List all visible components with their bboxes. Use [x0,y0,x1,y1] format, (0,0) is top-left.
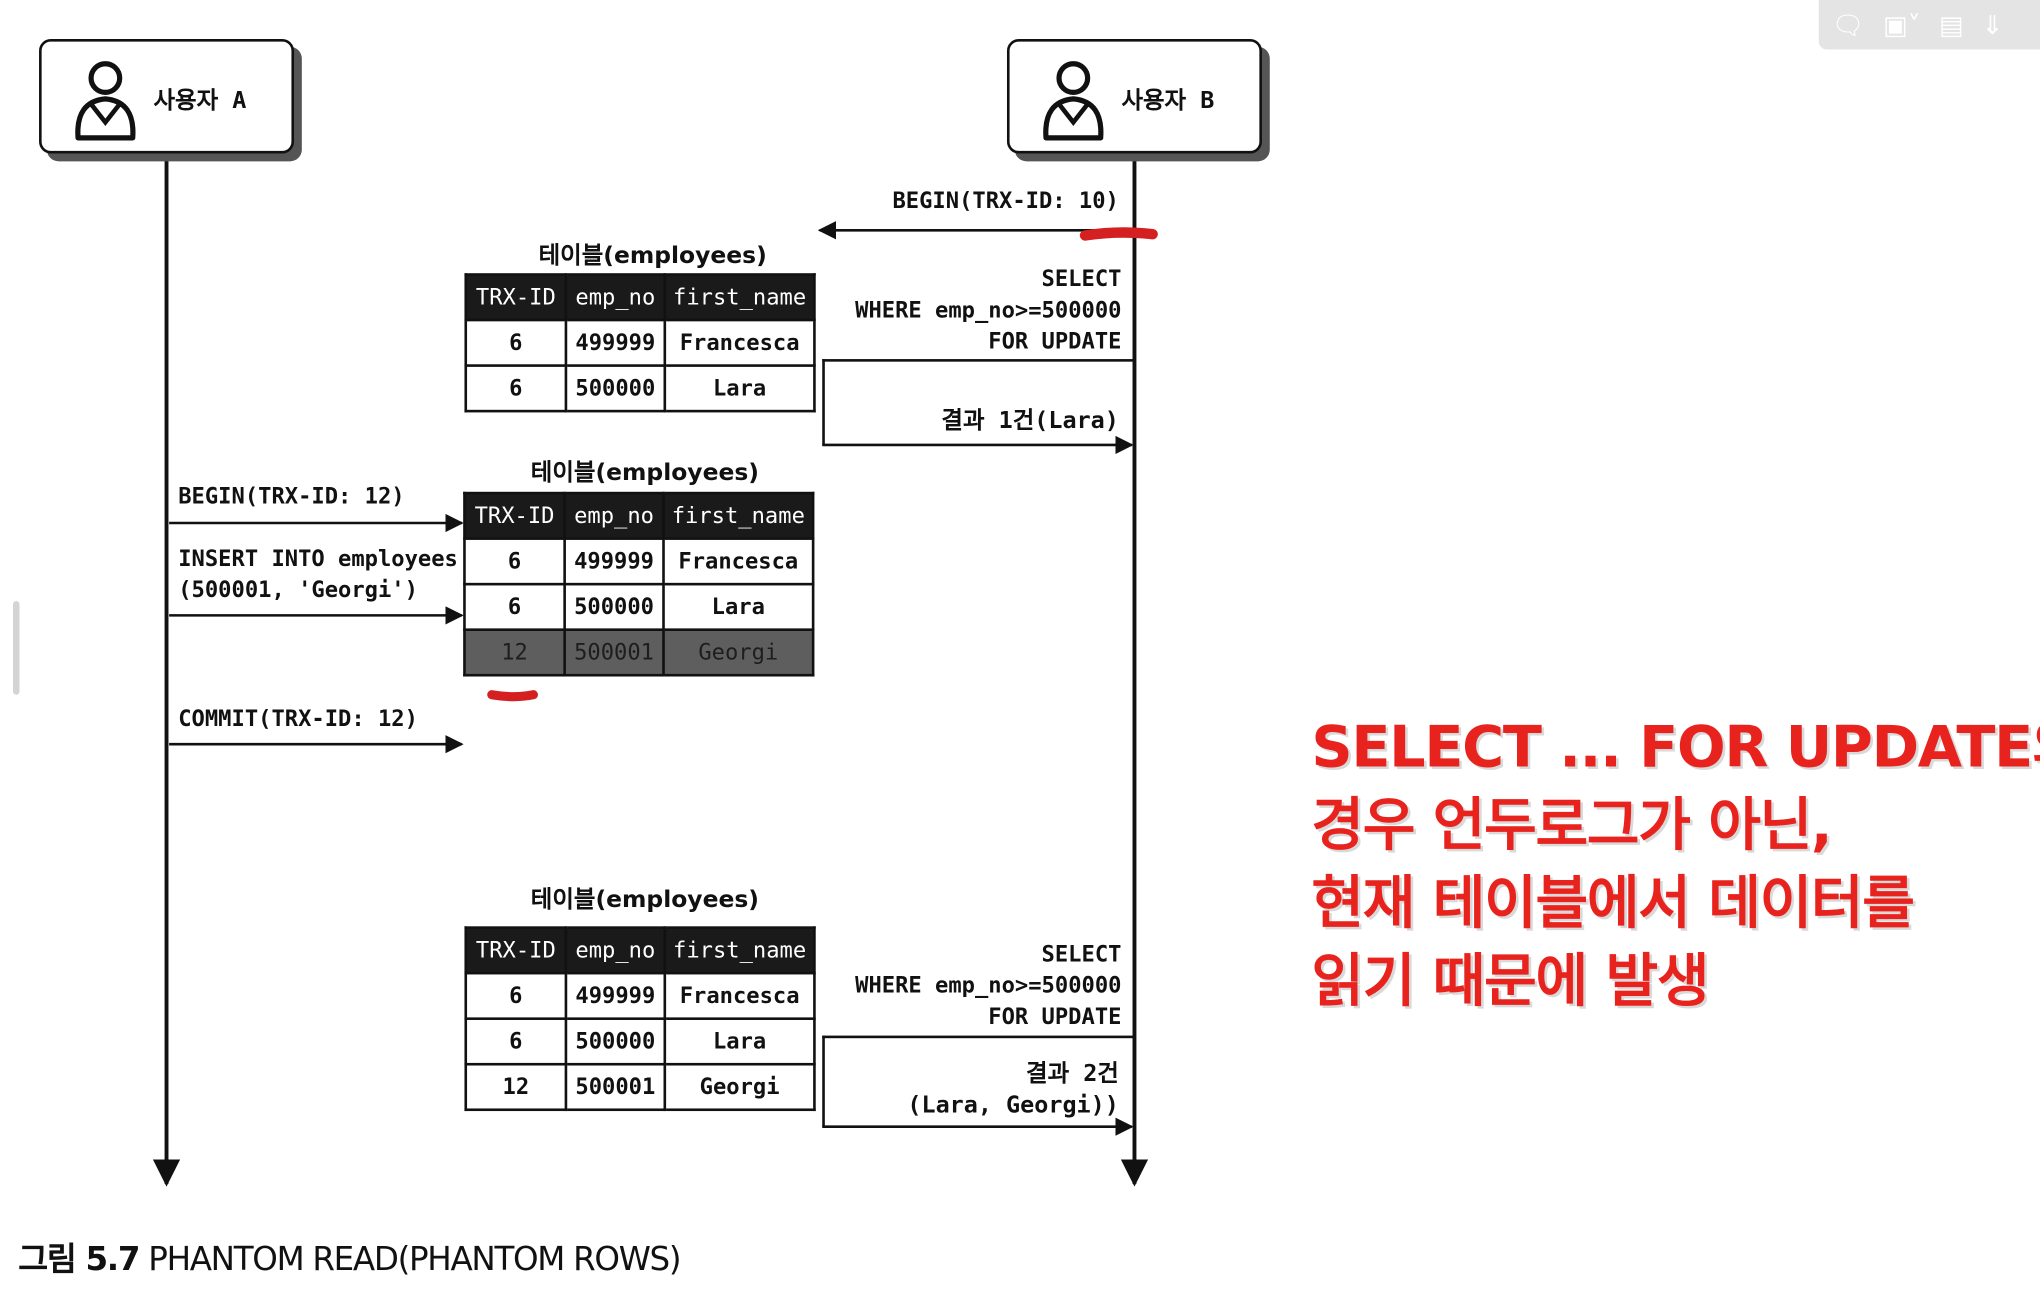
col-emp-no: emp_no [563,491,665,540]
table-employees-1: TRX-ID emp_no first_name 6 499999 France… [464,273,816,413]
insert-line: INSERT INTO employees [178,546,458,573]
msg-a-insert: INSERT INTO employees (500001, 'Georgi') [178,544,458,606]
col-first-name: first_name [663,273,816,322]
cell-first-name: Francesca [662,537,815,586]
msg-a-begin: BEGIN(TRX-ID: 12) [178,483,405,510]
cell-emp-no: 500000 [564,1017,667,1066]
cell-first-name: Georgi [663,1062,816,1112]
table-employees-2: TRX-ID emp_no first_name 6 499999 France… [463,491,815,677]
cell-emp-no: 500000 [563,582,665,631]
msg-b-result1: 결과 1건(Lara) [941,407,1119,435]
note-line: 읽기 때문에 발생 [1311,948,1709,1015]
cell-trx-id: 6 [464,971,568,1020]
msg-b-begin: BEGIN(TRX-ID: 10) [892,188,1119,215]
note-line: SELECT ... FOR UPDATE의 [1311,714,2040,781]
col-first-name: first_name [662,491,815,540]
values-line: (500001, 'Georgi') [178,577,418,604]
col-trx-id: TRX-ID [464,273,568,322]
for-update-line: FOR UPDATE [988,1004,1122,1031]
cell-emp-no: 500000 [564,364,667,413]
cell-first-name: Georgi [662,628,815,677]
cell-emp-no: 499999 [564,318,667,367]
result-count: 결과 2건 [1026,1060,1119,1088]
msg-b-select1: SELECT WHERE emp_no>=500000 FOR UPDATE [781,264,1122,358]
col-trx-id: TRX-ID [464,926,568,975]
msg-b-result2: 결과 2건 (Lara, Georgi)) [807,1059,1119,1121]
cell-first-name: Francesca [663,318,816,367]
red-mark-begin [1079,227,1158,241]
table-row-inserted: 12 500001 Georgi [463,628,815,677]
cell-trx-id: 12 [463,628,566,677]
note-line: 경우 언두로그가 아닌, [1311,792,1832,859]
table2-caption: 테이블(employees) [530,459,759,487]
red-mark-georgi [487,690,538,702]
table-row: 6 500000 Lara [463,582,815,631]
user-icon [1043,61,1104,141]
cell-trx-id: 12 [464,1062,568,1112]
cell-emp-no: 500001 [563,628,665,677]
result-rows: (Lara, Georgi)) [907,1091,1119,1119]
cell-first-name: Francesca [663,971,816,1020]
select-line: SELECT [1041,941,1122,968]
cell-trx-id: 6 [464,1017,568,1066]
user-icon [75,61,136,141]
col-first-name: first_name [663,926,816,975]
col-emp-no: emp_no [564,273,667,322]
annotation-note: SELECT ... FOR UPDATE의 경우 언두로그가 아닌, 현재 테… [1311,709,2040,1021]
where-line: WHERE emp_no>=500000 [855,973,1122,1000]
actor-a-box: 사용자 A [39,39,295,154]
col-trx-id: TRX-ID [463,491,566,540]
caption-text: PHANTOM READ(PHANTOM ROWS) [148,1239,681,1278]
sequence-lines [152,153,1158,1187]
cell-trx-id: 6 [463,582,566,631]
table-row: 6 499999 Francesca [463,537,815,586]
cell-trx-id: 6 [463,537,566,586]
scroll-handle[interactable] [13,601,20,695]
comment-icon[interactable]: 🗨 [1831,9,1865,41]
cell-emp-no: 499999 [563,537,665,586]
caption-prefix: 그림 5.7 [18,1239,140,1278]
frame-icon[interactable]: ▣˅ [1883,9,1921,41]
table1-caption: 테이블(employees) [538,241,767,270]
table-header: TRX-ID emp_no first_name [464,273,816,322]
actor-b-label: 사용자 B [1121,87,1215,115]
result-box-2 [822,1035,1135,1127]
msg-b-select2: SELECT WHERE emp_no>=500000 FOR UPDATE [781,939,1122,1033]
cell-trx-id: 6 [464,318,568,367]
col-emp-no: emp_no [564,926,667,975]
table-header: TRX-ID emp_no first_name [464,926,816,975]
actor-a-label: 사용자 A [153,87,247,115]
download-icon[interactable]: ⇓ [1981,9,2004,41]
table-row: 6 499999 Francesca [464,318,816,367]
cell-first-name: Lara [663,364,816,413]
cell-first-name: Lara [662,582,815,631]
msg-a-commit: COMMIT(TRX-ID: 12) [178,706,418,733]
figure-caption: 그림 5.7 PHANTOM READ(PHANTOM ROWS) [18,1233,681,1280]
select-line: SELECT [1041,266,1122,293]
table-row: 6 500000 Lara [464,1017,816,1066]
sidebar-icon[interactable]: ▤ [1938,9,1964,41]
cell-emp-no: 499999 [564,971,667,1020]
table-row: 6 500000 Lara [464,364,816,413]
table-row: 6 499999 Francesca [464,971,816,1020]
table3-caption: 테이블(employees) [530,885,759,914]
where-line: WHERE emp_no>=500000 [855,297,1122,324]
note-line: 현재 테이블에서 데이터를 [1311,870,1915,937]
table-row: 12 500001 Georgi [464,1062,816,1112]
cell-first-name: Lara [663,1017,816,1066]
cell-emp-no: 500001 [564,1062,667,1112]
actor-b-box: 사용자 B [1006,39,1262,154]
for-update-line: FOR UPDATE [988,329,1122,356]
table-employees-3: TRX-ID emp_no first_name 6 499999 France… [464,926,816,1112]
result-box-1 [822,359,1135,445]
cell-trx-id: 6 [464,364,568,413]
table-header: TRX-ID emp_no first_name [463,491,815,540]
viewer-toolbar: 🗨 ▣˅ ▤ ⇓ [1818,0,2040,50]
